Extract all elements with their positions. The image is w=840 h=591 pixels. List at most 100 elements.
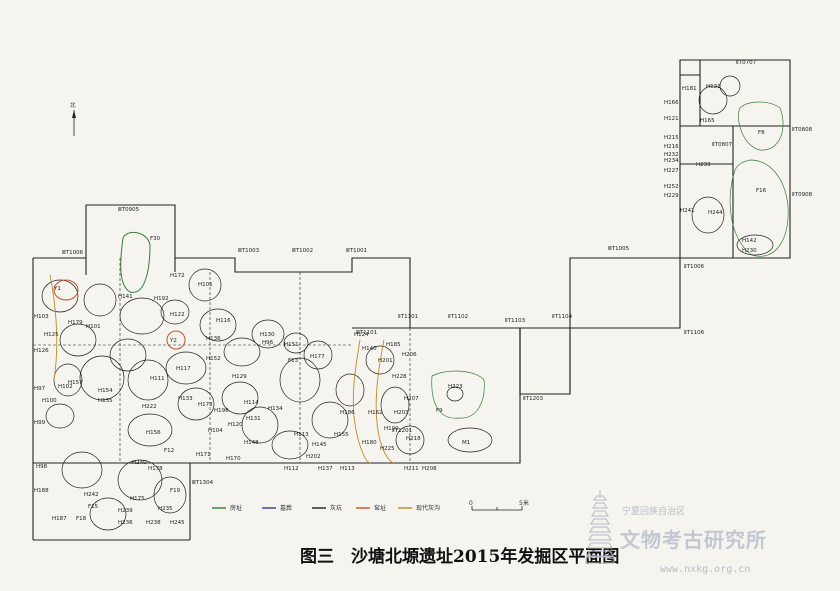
grid-label-t1005: ⅢT1005 [608,246,630,252]
feature-h244: H244 [708,210,723,216]
feature-h151: H151 [284,342,299,348]
feature-h203: H203 [394,410,409,416]
grid-label-t1006: ⅢT1006 [62,250,84,256]
feature-h241: H241 [680,208,695,214]
feature-h232: H232 [664,152,679,158]
feature-h130: H130 [260,332,275,338]
feature-h216: H216 [664,144,679,150]
feature-h170: H170 [226,456,241,462]
grid-label-t1003: ⅢT1003 [238,248,260,254]
feature-contours [41,75,789,531]
feature-f30: F30 [150,236,161,242]
feature-f12: F12 [164,448,174,454]
feature-h125: H125 [44,332,59,338]
feature-h188: H188 [34,488,49,494]
feature-h141: H141 [118,294,133,300]
legend-tomb: 墓葬 [280,504,292,512]
legend-pit: 灰坑 [330,504,342,512]
feature-h215: H215 [664,135,679,141]
feature-h172: H172 [170,273,185,279]
feature-h196: H196 [214,408,229,414]
feature-h192: H192 [154,296,169,302]
scale-five: 5米 [519,499,529,507]
feature-f19: F19 [170,488,181,494]
grid-label-t1001: ⅢT1001 [346,248,367,254]
grid-label-t1106: ⅡT1106 [684,330,705,336]
feature-h145: H145 [312,442,327,448]
grid-outline [32,59,791,541]
feature-h113b: H113 [294,432,309,438]
feature-h100: H100 [42,398,57,404]
feature-h111: H111 [150,376,165,382]
north-arrow: 北 [70,101,76,136]
feature-h129: H129 [232,374,247,380]
feature-h223: H223 [448,384,463,390]
feature-h206: H206 [402,352,417,358]
feature-h175: H175 [130,496,145,502]
feature-h185: H185 [386,342,401,348]
feature-h177: H177 [310,354,325,360]
grid-label-t0707: ⅡT0707 [736,60,757,66]
feature-m1: M1 [462,440,470,446]
grid-label-t1102: ⅡT1102 [448,314,468,320]
grid-label-t1104: ⅡT1104 [552,314,573,320]
feature-h208: H208 [422,466,437,472]
grid-label-t1002: ⅢT1002 [292,248,313,254]
feature-h179: H179 [68,320,83,326]
feature-h187: H187 [52,516,67,522]
feature-h123: H123 [706,84,721,90]
feature-labels: F30 H105 H172 Y1 Y2 H103 H125 H126 H97 H… [34,84,767,526]
feature-h152: H152 [206,356,221,362]
feature-h135: H135 [98,398,113,404]
feature-h186: H186 [340,410,355,416]
scale-zero: 0 [469,500,473,507]
feature-h126: H126 [34,348,49,354]
legend-ditch: 现代灰沟 [416,504,440,512]
feature-h181: H181 [682,86,697,92]
feature-h234: H234 [664,158,679,164]
feature-h121: H121 [664,116,679,122]
feature-h171: H171 [196,452,211,458]
feature-h134: H134 [268,406,283,412]
feature-h124: H124 [354,332,369,338]
feature-h235: H235 [158,506,173,512]
grid-label-t1304: ⅢT1304 [192,480,214,486]
feature-f8: F8 [758,130,765,136]
grid-label-t0807: ⅡT0807 [712,142,733,148]
feature-h227: H227 [664,168,679,174]
feature-h166: H166 [664,100,679,106]
feature-h155: H155 [334,432,349,438]
feature-h218: H218 [406,436,421,442]
feature-f9: F9 [436,408,443,414]
feature-h236: H236 [118,520,133,526]
feature-h178: H178 [148,466,163,472]
grid-label-t1006b: ⅡT1006 [684,264,705,270]
feature-h165: H165 [700,118,715,124]
feature-h133: H133 [178,396,193,402]
feature-h116: H116 [216,318,231,324]
feature-h157: H157 [68,380,83,386]
scale-bar: 0 5米 [469,499,529,511]
legend-house: 房址 [230,504,242,512]
feature-h252: H252 [664,184,679,190]
figure-caption: 图三 沙塘北塬遗址2015年发掘区平面图 [300,546,619,567]
grid-label-t1101b: ⅡT1101 [398,314,418,320]
feature-h190: H190 [384,426,399,432]
feature-h238: H238 [146,520,161,526]
north-label: 北 [70,101,76,109]
feature-f18: F18 [76,516,87,522]
feature-h122: H122 [170,312,185,318]
ditch-contours [49,274,395,464]
pagoda-logo [585,490,615,564]
feature-h148: H148 [244,440,259,446]
feature-h240: H240 [132,460,147,466]
feature-h242: H242 [84,492,99,498]
grid-label-t0808: ⅡT0808 [792,127,813,133]
feature-h105: H105 [198,282,213,288]
grid-label-t0908: ⅡT0908 [792,192,813,198]
feature-h173: H173 [198,402,213,408]
feature-h233: H233 [696,162,711,168]
legend-kiln: 窑址 [374,504,386,512]
